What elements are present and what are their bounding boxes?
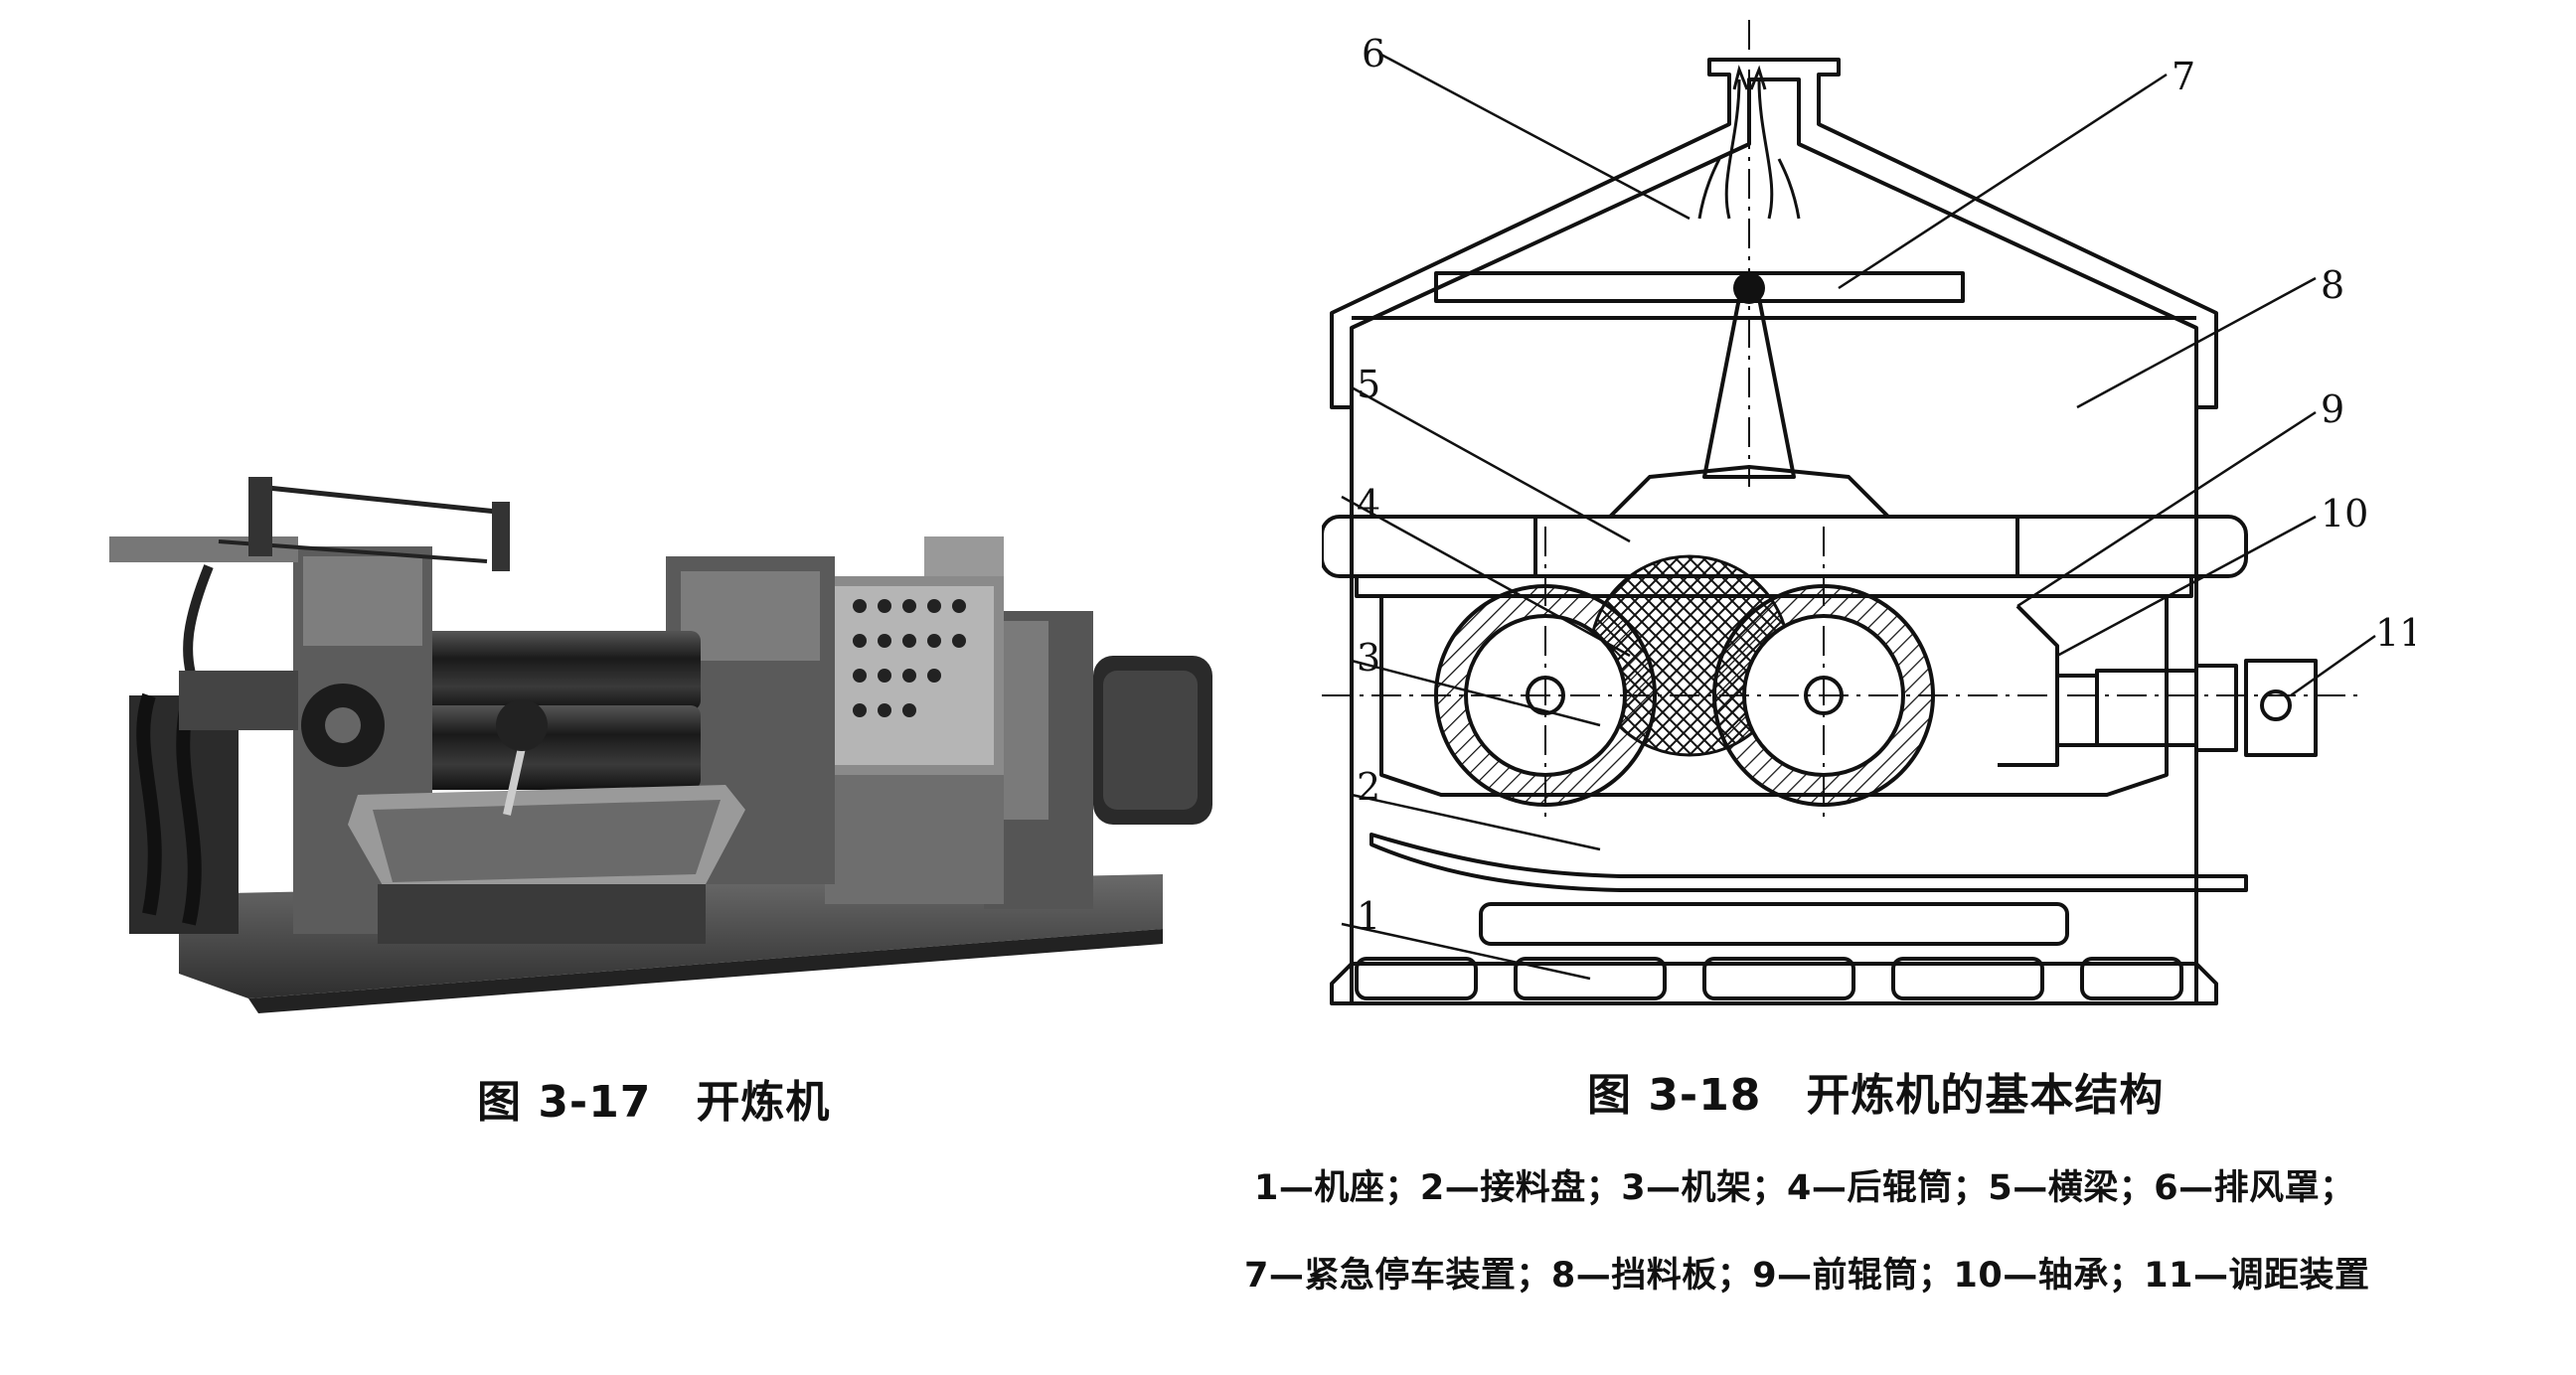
figure-caption-3-17: 图 3-17 开炼机 bbox=[477, 1077, 831, 1128]
mixing-mill-photo bbox=[109, 477, 1212, 1013]
callout-8: 8 bbox=[2321, 263, 2344, 307]
callout-4: 4 bbox=[1357, 482, 1380, 526]
figure-caption-3-18: 图 3-18 开炼机的基本结构 bbox=[1587, 1070, 2165, 1121]
callout-3: 3 bbox=[1357, 636, 1380, 680]
legend-line-2: 7—紧急停车装置；8—挡料板；9—前辊筒；10—轴承；11—调距装置 bbox=[1244, 1256, 2370, 1296]
legend-line-1: 1—机座；2—接料盘；3—机架；4—后辊筒；5—横梁；6—排风罩； bbox=[1254, 1168, 2355, 1208]
callout-5: 5 bbox=[1357, 363, 1380, 406]
callout-9: 9 bbox=[2321, 387, 2344, 431]
callout-2: 2 bbox=[1357, 765, 1380, 809]
callout-11: 11 bbox=[2375, 611, 2415, 655]
callout-10: 10 bbox=[2321, 492, 2368, 535]
mill-structure-diagram: 6 7 8 5 9 4 10 3 11 2 1 bbox=[1322, 20, 2415, 1005]
callout-1: 1 bbox=[1357, 894, 1380, 938]
callout-7: 7 bbox=[2172, 55, 2195, 98]
callout-6: 6 bbox=[1362, 32, 1385, 76]
